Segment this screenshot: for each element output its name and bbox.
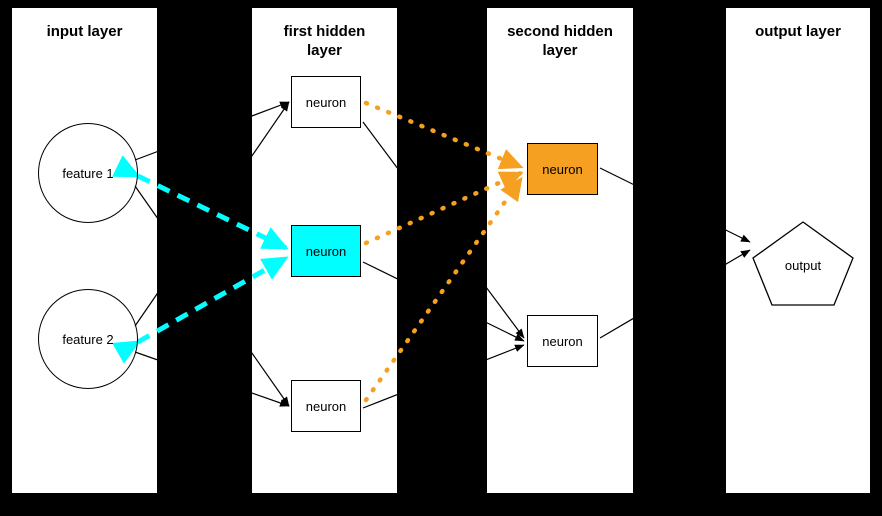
node-second-hidden-bottom-label: neuron — [542, 333, 583, 349]
node-second-hidden-top[interactable]: neuron — [527, 143, 598, 195]
layer-panel-second-hidden — [487, 8, 633, 493]
node-first-hidden-middle-label: neuron — [305, 243, 347, 259]
node-first-hidden-top[interactable]: neuron — [291, 76, 361, 128]
node-feature-2[interactable]: feature 2 — [38, 289, 138, 389]
node-feature-2-label: feature 2 — [62, 331, 114, 347]
layer-title-input: input layer — [46, 23, 123, 40]
node-first-hidden-bottom-label: neuron — [305, 398, 347, 414]
node-first-hidden-middle[interactable]: neuron — [291, 225, 361, 277]
layer-panel-output — [726, 8, 870, 493]
node-second-hidden-bottom[interactable]: neuron — [527, 315, 598, 367]
layer-title-output: output layer — [755, 23, 841, 40]
layer-panel-input — [12, 8, 157, 493]
node-second-hidden-top-label: neuron — [542, 161, 583, 177]
node-feature-1-label: feature 1 — [62, 165, 114, 181]
node-feature-1[interactable]: feature 1 — [38, 123, 138, 223]
node-output-label: output — [784, 258, 822, 273]
layer-title-second-hidden: second hidden layer — [507, 23, 613, 59]
layer-title-first-hidden: first hidden layer — [283, 23, 366, 59]
node-first-hidden-top-label: neuron — [305, 94, 347, 110]
node-first-hidden-bottom[interactable]: neuron — [291, 380, 361, 432]
